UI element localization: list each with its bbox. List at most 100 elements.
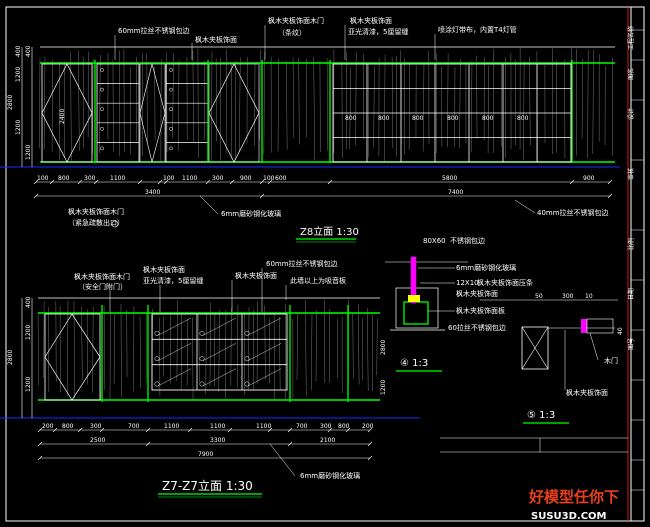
hdim-label: 100 xyxy=(163,175,175,182)
watermark-line1: 好模型任你下 xyxy=(528,488,619,506)
hatch-line xyxy=(263,51,265,155)
glass-reflection xyxy=(157,343,192,361)
hatch-line xyxy=(236,304,239,389)
dim-tick xyxy=(33,193,39,199)
hdim-label: 1100 xyxy=(182,175,197,182)
hdim-label: 700 xyxy=(128,423,140,430)
hatch-line xyxy=(103,305,106,391)
hatch-line xyxy=(319,61,321,153)
hatch-line xyxy=(273,312,275,400)
hatch-line xyxy=(146,53,148,143)
leader xyxy=(589,332,599,361)
knob xyxy=(199,381,205,387)
hatch-line xyxy=(198,313,200,383)
hdim-label: 800 xyxy=(62,423,74,430)
dim-tick xyxy=(99,427,105,433)
knob xyxy=(169,107,173,112)
knob xyxy=(100,107,104,112)
glass-pane xyxy=(410,256,417,304)
title-block-label: 日期 xyxy=(627,288,635,300)
dim-tick xyxy=(607,193,613,199)
hatch-line xyxy=(326,58,328,151)
knob xyxy=(169,146,173,151)
knob xyxy=(169,87,173,92)
hatch-line xyxy=(296,313,298,380)
hatch-line xyxy=(529,56,531,146)
hdim-label: 300 xyxy=(90,423,102,430)
note: 40mm拉丝不锈钢包边 xyxy=(537,208,609,217)
hatch-line xyxy=(459,59,461,148)
hatch-line xyxy=(264,305,266,380)
vdim-label: 1200 xyxy=(15,120,22,135)
hatch-line xyxy=(109,312,111,400)
dim-tick xyxy=(77,427,83,433)
detail-note: 木门 xyxy=(604,356,618,365)
hatch-line xyxy=(225,49,227,154)
dim-tick xyxy=(49,179,55,185)
panel-dim: 800 xyxy=(517,115,529,122)
hdim-label: 600 xyxy=(275,175,287,182)
hatch-line xyxy=(205,312,207,394)
hdim-label: 200 xyxy=(42,423,54,430)
hatch-line xyxy=(178,59,180,151)
trim-strip xyxy=(408,295,420,302)
hatch-line xyxy=(225,309,227,399)
hatch-line xyxy=(230,307,232,386)
hdim-label: 7400 xyxy=(448,189,463,196)
glass-reflection xyxy=(202,317,237,336)
dim-tick xyxy=(259,179,265,185)
view-title: Z7-Z7立面 1:30 xyxy=(162,478,253,493)
dim-tick xyxy=(569,179,575,185)
knob xyxy=(100,68,104,72)
glass-reflection xyxy=(247,368,282,387)
hatch-line xyxy=(470,60,473,153)
vdim-label: 2400 xyxy=(59,109,66,124)
hdim-label: 1100 xyxy=(256,423,271,430)
dim-tick xyxy=(227,427,233,433)
door-right-diamond xyxy=(208,63,260,163)
note: 枫木夹板饰面木门 xyxy=(74,272,130,281)
hatch-line xyxy=(286,61,288,150)
hatch-line xyxy=(192,50,194,143)
vdim-label: 400 xyxy=(25,45,32,57)
note: 枫木夹板饰面木门 xyxy=(268,16,324,25)
detail-note: 枫木夹板饰面 xyxy=(566,388,608,397)
knob xyxy=(154,381,160,387)
hatch-line xyxy=(248,307,250,390)
hatch-line xyxy=(408,62,410,150)
hatch-line xyxy=(373,65,375,148)
hdim-label: 3300 xyxy=(210,437,225,444)
knob xyxy=(244,356,250,362)
hdim-label: 700 xyxy=(296,423,308,430)
hdim-label: 1100 xyxy=(110,175,125,182)
hatch-line xyxy=(99,55,101,154)
dim-tick xyxy=(33,179,39,185)
title-block-label: 比例 xyxy=(627,238,635,250)
dim-tick xyxy=(93,179,99,185)
detail-title: ⑤ 1:3 xyxy=(527,410,555,421)
glass-reflection xyxy=(202,368,237,387)
hatch-line xyxy=(612,57,613,156)
knob xyxy=(154,330,160,336)
hatch-line xyxy=(298,57,300,145)
dim-tick xyxy=(145,427,151,433)
hatch-line xyxy=(523,60,525,160)
hatch-line xyxy=(311,313,313,391)
glass-reflection xyxy=(247,317,282,336)
note: 亚光清漆，5厘留缝 xyxy=(143,276,203,285)
dim-tick xyxy=(77,179,83,185)
hatch-line xyxy=(203,61,205,141)
detail-note: 80X60 xyxy=(423,237,446,245)
glass-reflection xyxy=(157,368,192,387)
hdim-label: 800 xyxy=(338,423,350,430)
note: （紧急疏散出口） xyxy=(68,218,124,227)
panel-dim: 800 xyxy=(412,115,424,122)
hatch-line xyxy=(48,307,50,393)
dim-tick xyxy=(327,179,333,185)
hdim-label: 7900 xyxy=(198,451,213,458)
note: 亚光清漆，5厘留缝 xyxy=(348,27,408,36)
dim-tick xyxy=(267,179,273,185)
detail-note: 枫木夹板饰面板 xyxy=(456,306,505,315)
hatch-line xyxy=(391,57,394,149)
hatch-line xyxy=(92,306,94,393)
